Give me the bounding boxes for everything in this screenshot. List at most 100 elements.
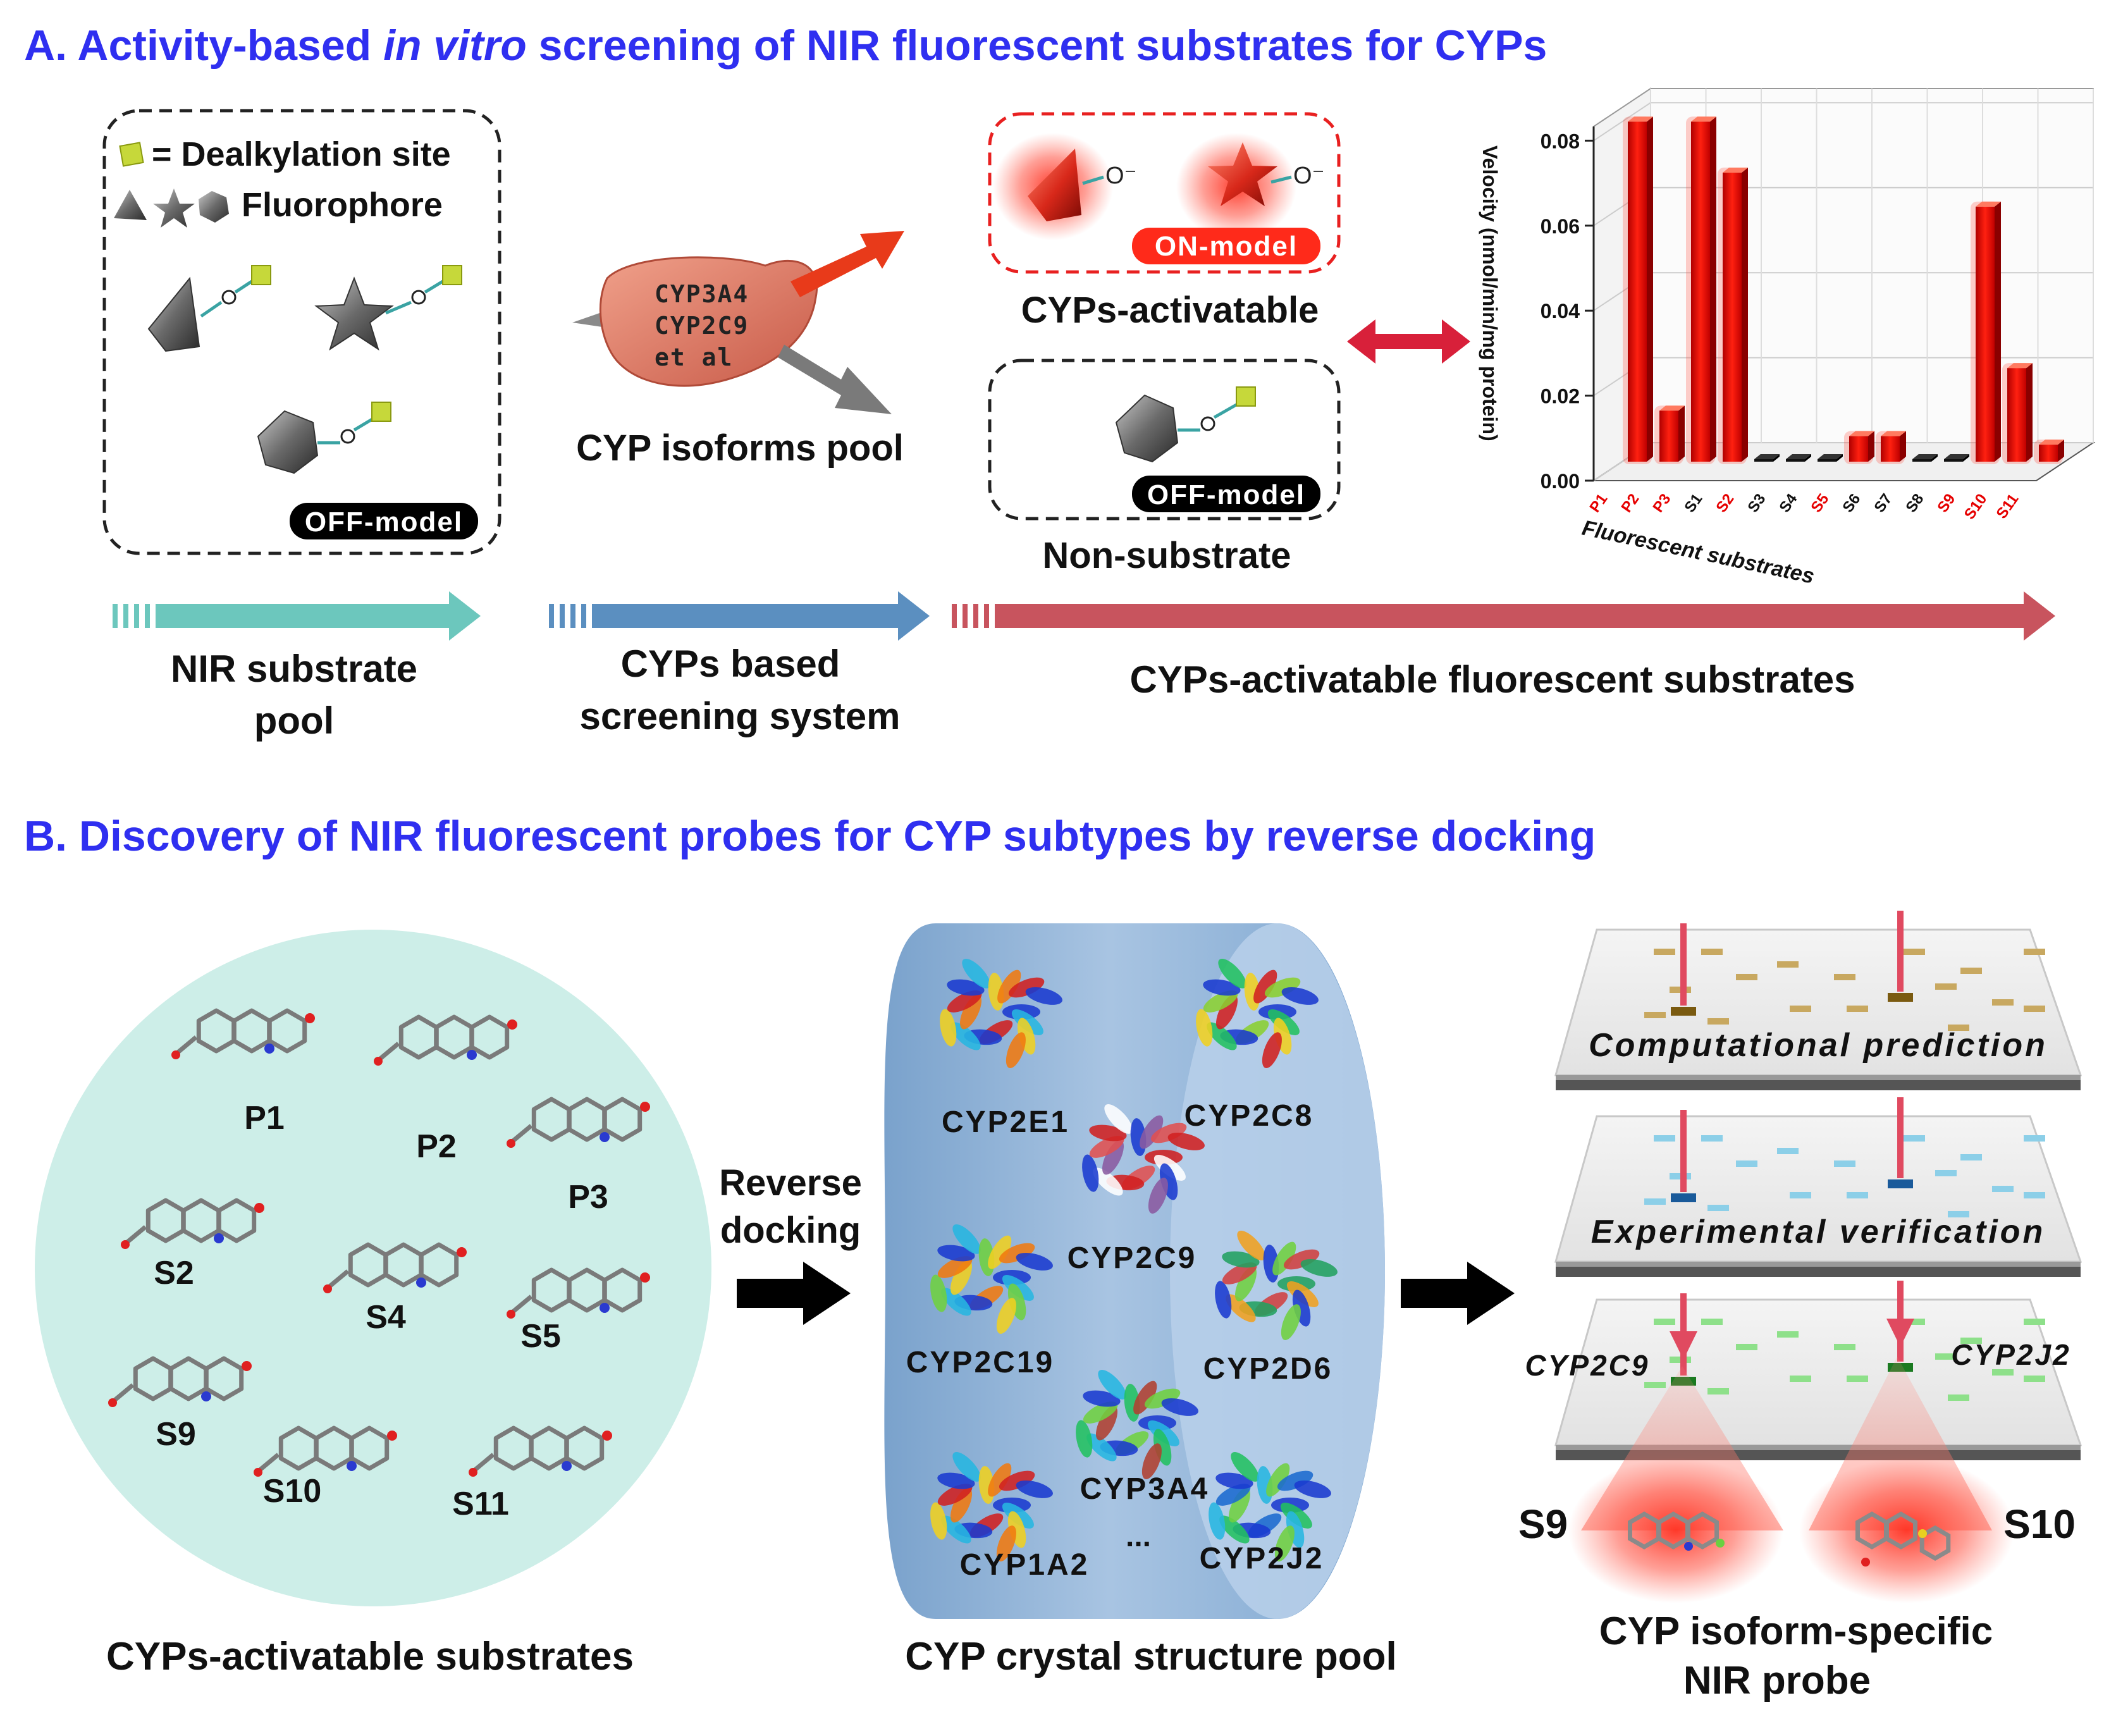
on-model-label: ON-model [1155, 231, 1298, 262]
x-tick-label: S1 [1681, 491, 1706, 516]
arrow2-label-line1: CYPs based [621, 643, 840, 685]
on-model-box: O⁻ O⁻ ON-model [988, 112, 1341, 274]
candidate-mark [1935, 1170, 1957, 1176]
molecule-label: P2 [416, 1128, 457, 1165]
helix-segment [1203, 990, 1238, 1013]
helix-segment [1086, 1433, 1117, 1462]
molecule-P3: P3 [507, 1097, 650, 1216]
x-tick-label: S5 [1807, 491, 1832, 516]
nitrogen-atom [600, 1303, 610, 1313]
flow-arrow-3 [952, 591, 2055, 641]
helix-segment [1089, 1136, 1124, 1158]
aromatic-ring [419, 1242, 459, 1288]
candidate-mark [1847, 1376, 1868, 1382]
aromatic-ring [1686, 1511, 1719, 1550]
fluorophore-star-icon [153, 188, 195, 228]
helix-segment [1253, 970, 1277, 1004]
candidate-mark [1847, 1006, 1868, 1012]
oxygen-atom-icon [340, 429, 355, 444]
off-model-label: OFF-model [305, 507, 463, 538]
y-tick-label: 0.00 [1541, 470, 1580, 493]
hit-mark [1888, 1179, 1913, 1188]
nonsubstrate-label: Non-substrate [1042, 535, 1291, 576]
helix-segment [1008, 977, 1045, 998]
helix-segment [999, 1243, 1035, 1264]
oxygen-atom [254, 1203, 264, 1213]
bar-S8 [1944, 459, 1963, 462]
bar-P2 [1659, 410, 1678, 462]
bond [472, 1453, 495, 1472]
helix-segment [1266, 1463, 1290, 1497]
helix-segment [952, 1224, 981, 1254]
bar-side [2058, 440, 2064, 462]
helix-segment [1294, 1480, 1331, 1498]
candidate-mark [1701, 1135, 1723, 1142]
bar-P1 [1628, 121, 1647, 462]
helix-segment [1141, 1443, 1162, 1479]
fluorine-atom [1716, 1539, 1725, 1548]
bar-top [1659, 405, 1685, 411]
helix-segment [940, 1009, 957, 1047]
helix-segment [1148, 1178, 1168, 1214]
hit-mark [1888, 993, 1913, 1002]
protein-label: CYP2C8 [1184, 1099, 1314, 1133]
x-tick-label: P1 [1586, 491, 1611, 516]
docking-label-line1: Reverse [719, 1162, 862, 1204]
helix-segment [1076, 1420, 1093, 1458]
bar-top [1754, 454, 1780, 459]
molecule-S5: S5 [507, 1267, 650, 1355]
hit-mark [1671, 1193, 1696, 1202]
molecule-S9: S9 [108, 1356, 252, 1453]
helix-segment [996, 1525, 1016, 1561]
plate-edge-highlight [1556, 1075, 2081, 1080]
bar-S10 [2007, 368, 2026, 462]
candidate-mark [1992, 999, 2014, 1006]
helix-segment [1283, 1249, 1320, 1270]
nitrogen-atom [600, 1132, 610, 1142]
candidate-mark [1701, 949, 1723, 955]
layer3-right-label: CYP2J2 [1951, 1338, 2070, 1371]
layer3-left-label: CYP2C9 [1525, 1349, 1650, 1382]
helix-segment [1203, 979, 1241, 996]
activatable-label: CYPs-activatable [1021, 290, 1319, 331]
bar-top [1912, 454, 1938, 459]
black-arrow-1 [737, 1262, 851, 1325]
flow-arrow-2 [549, 591, 930, 641]
helix-segment [1209, 1502, 1226, 1540]
bar-S1 [1723, 173, 1742, 462]
pyramid-fluorophore-icon [147, 276, 200, 352]
protein-CYP2C9: CYP2C9 [1067, 1104, 1205, 1275]
helix-segment [1215, 1281, 1232, 1319]
bar-side [2026, 363, 2033, 462]
molecule-label: S9 [156, 1416, 196, 1453]
candidate-mark [1707, 1388, 1729, 1394]
helix-segment [1207, 1022, 1237, 1050]
aromatic-ring [564, 1425, 605, 1471]
oxygen-atom [121, 1240, 130, 1249]
arrow2-label-line2: screening system [580, 695, 901, 737]
oxygen-atom [507, 1310, 515, 1319]
oxygen-atom-icon [411, 290, 426, 305]
bar-P3 [1691, 121, 1710, 462]
oxygen-atom [507, 1019, 517, 1030]
helix-segment [1095, 1405, 1118, 1441]
helix-segment [988, 1463, 1012, 1497]
candidate-mark [2024, 1135, 2045, 1142]
linker-bond [234, 280, 253, 294]
anion-label: O⁻ [1293, 163, 1325, 189]
bond [510, 1124, 533, 1143]
bar-S4 [1818, 459, 1836, 462]
candidate-mark [1948, 1394, 1969, 1401]
plate-edge-highlight [1556, 1262, 2081, 1267]
nitrogen-atom [562, 1461, 572, 1471]
protein-label: CYP2E1 [942, 1105, 1069, 1139]
candidate-mark [1790, 1376, 1811, 1382]
bar-top [1818, 454, 1843, 459]
nitrogen-atom [264, 1043, 274, 1054]
sulfur-atom [1918, 1529, 1927, 1538]
substrate-pool-box: = Dealkylation site Fluorophore OFF-mode… [102, 109, 501, 555]
bar-S7 [1912, 459, 1931, 462]
helix-segment [1237, 1230, 1265, 1260]
